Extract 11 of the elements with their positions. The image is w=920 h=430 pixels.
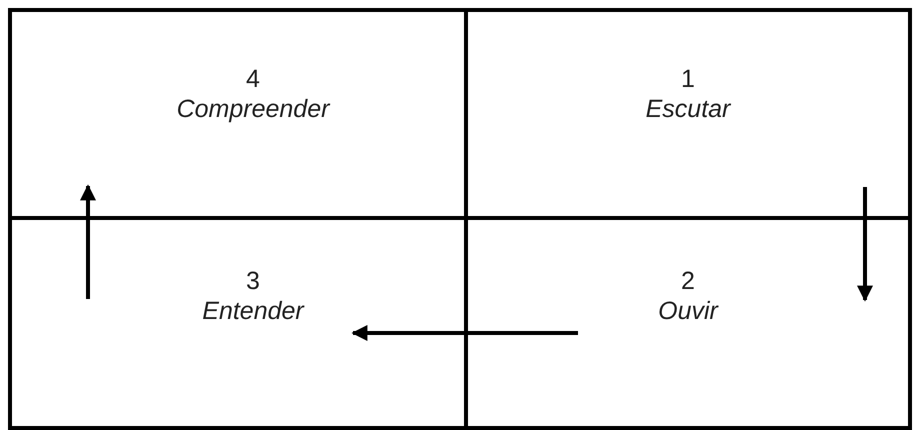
step-label: Ouvir: [658, 296, 718, 326]
step-number: 3: [246, 266, 260, 296]
step-label: Entender: [202, 296, 304, 326]
arrow: [351, 325, 578, 341]
arrow: [857, 187, 873, 302]
step-number: 2: [681, 266, 695, 296]
step-number: 1: [681, 64, 695, 94]
step-number: 4: [246, 64, 260, 94]
step-label: Compreender: [176, 94, 330, 124]
step-label: Escutar: [646, 94, 730, 124]
arrow: [80, 184, 96, 299]
